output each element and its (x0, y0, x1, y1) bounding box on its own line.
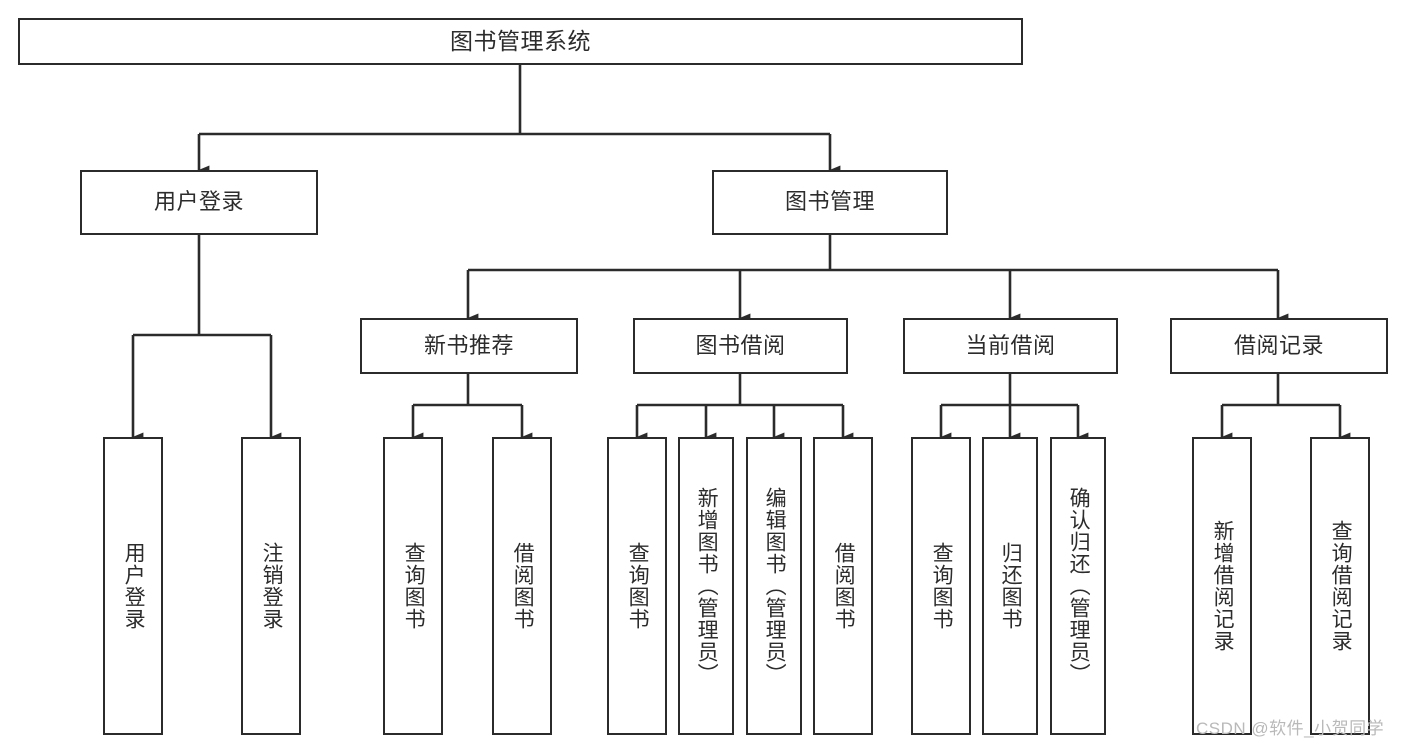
node-label: 借阅记录 (1233, 332, 1324, 358)
node-current-borrowing[interactable]: 当前借阅 (903, 318, 1118, 374)
node-leaf-add-book-admin[interactable]: 新增图书（管理员） (678, 437, 734, 735)
node-label: 借阅图书 (832, 542, 856, 630)
node-label: 新增借阅记录 (1211, 520, 1235, 652)
node-leaf-edit-book-admin[interactable]: 编辑图书（管理员） (746, 437, 802, 735)
node-leaf-add-borrow-record[interactable]: 新增借阅记录 (1192, 437, 1252, 735)
node-label: 查询图书 (402, 542, 426, 630)
node-label: 查询图书 (626, 542, 650, 630)
node-label: 图书管理系统 (450, 27, 591, 54)
node-leaf-borrow-book[interactable]: 借阅图书 (813, 437, 873, 735)
node-leaf-query-book-recommend[interactable]: 查询图书 (383, 437, 443, 735)
node-label: 用户登录 (122, 542, 146, 630)
node-borrowing-records[interactable]: 借阅记录 (1170, 318, 1388, 374)
node-book-borrowing[interactable]: 图书借阅 (633, 318, 848, 374)
node-label: 确认归还（管理员） (1067, 487, 1091, 685)
node-user-login[interactable]: 用户登录 (80, 170, 318, 235)
node-root-book-management-system[interactable]: 图书管理系统 (18, 18, 1023, 65)
node-leaf-query-book-current[interactable]: 查询图书 (911, 437, 971, 735)
node-label: 查询借阅记录 (1329, 520, 1353, 652)
csdn-watermark: CSDN @软件_小贺同学 (1196, 719, 1385, 738)
node-leaf-user-login[interactable]: 用户登录 (103, 437, 163, 735)
node-label: 图书借阅 (695, 332, 786, 358)
node-book-management[interactable]: 图书管理 (712, 170, 948, 235)
node-new-book-recommendation[interactable]: 新书推荐 (360, 318, 578, 374)
node-label: 编辑图书（管理员） (763, 487, 787, 685)
node-label: 用户登录 (153, 189, 244, 215)
node-label: 查询图书 (930, 542, 954, 630)
node-label: 归还图书 (999, 542, 1023, 630)
node-label: 图书管理 (784, 189, 875, 215)
node-leaf-query-borrow-record[interactable]: 查询借阅记录 (1310, 437, 1370, 735)
node-leaf-return-book[interactable]: 归还图书 (982, 437, 1038, 735)
node-leaf-borrow-book-recommend[interactable]: 借阅图书 (492, 437, 552, 735)
node-label: 新书推荐 (423, 332, 514, 358)
node-label: 新增图书（管理员） (695, 487, 719, 685)
node-label: 当前借阅 (965, 332, 1056, 358)
node-leaf-query-book-borrow[interactable]: 查询图书 (607, 437, 667, 735)
node-leaf-logout-login[interactable]: 注销登录 (241, 437, 301, 735)
node-leaf-confirm-return-admin[interactable]: 确认归还（管理员） (1050, 437, 1106, 735)
node-label: 注销登录 (260, 542, 284, 630)
node-label: 借阅图书 (511, 542, 535, 630)
